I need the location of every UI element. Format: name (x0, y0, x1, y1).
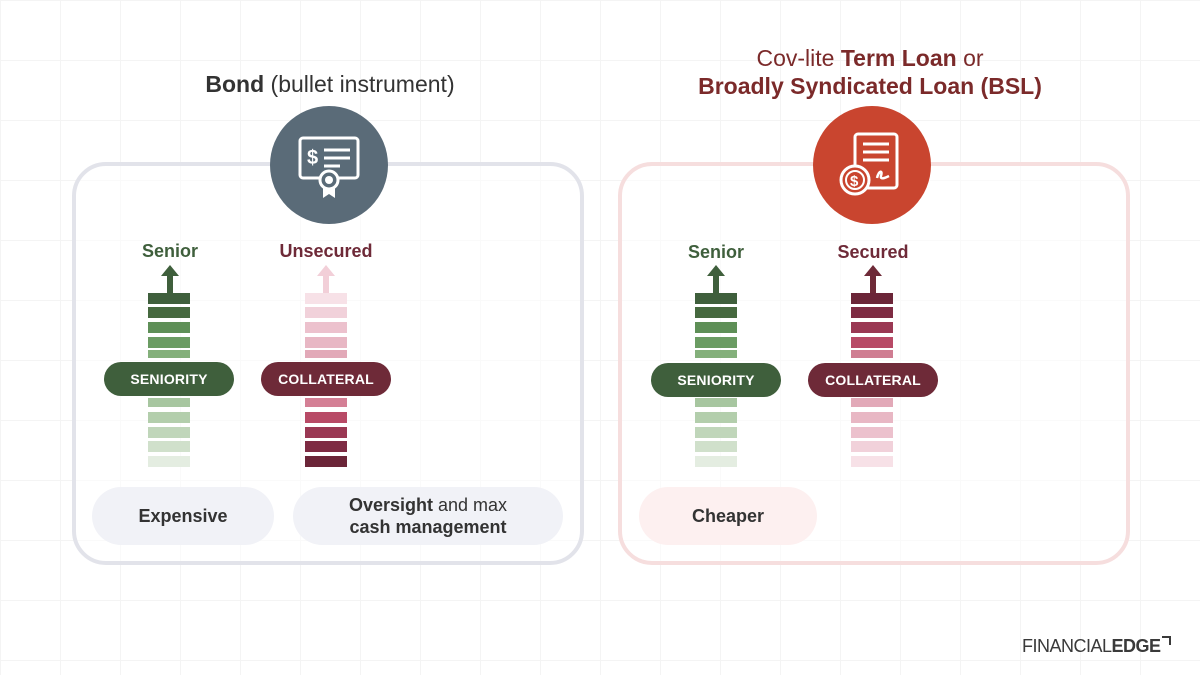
stack-bar (695, 427, 737, 438)
stack-bar (851, 293, 893, 304)
stack-bar (305, 293, 347, 304)
stack-bar (305, 322, 347, 333)
stack-bar (148, 427, 190, 438)
financial-edge-logo: FINANCIALEDGE (1022, 636, 1171, 657)
stack-bar (695, 441, 737, 452)
stack-bar (148, 350, 190, 358)
stack-bar (305, 412, 347, 423)
stack-bar (851, 441, 893, 452)
stack-bar (148, 307, 190, 318)
stack-bar (695, 350, 737, 358)
bond-seniority-arrow-icon (161, 265, 179, 293)
stack-bar (695, 456, 737, 467)
stack-bar (148, 412, 190, 423)
certificate-dollar-icon: $ (298, 136, 360, 198)
stack-bar (695, 322, 737, 333)
bond-collateral-pill: COLLATERAL (261, 362, 391, 396)
stack-bar (148, 398, 190, 407)
stack-bar (305, 456, 347, 467)
stack-bar (695, 307, 737, 318)
loan-collateral-arrow-icon (864, 265, 882, 293)
loan-cost-box: Cheaper (639, 487, 817, 545)
bond-icon-circle: $ (270, 106, 388, 224)
stack-bar (148, 441, 190, 452)
stack-bar (305, 427, 347, 438)
loan-document-dollar-icon: $ (839, 132, 899, 196)
stack-bar (851, 307, 893, 318)
stack-bar (851, 456, 893, 467)
stack-bar (851, 322, 893, 333)
stack-bar (305, 398, 347, 407)
stack-bar (695, 398, 737, 407)
stack-bar (851, 412, 893, 423)
stack-bar (851, 337, 893, 348)
loan-seniority-pill: SENIORITY (651, 363, 781, 397)
stack-bar (305, 307, 347, 318)
loan-icon-circle: $ (813, 106, 931, 224)
stack-bar (851, 350, 893, 358)
stack-bar (148, 456, 190, 467)
loan-seniority-arrow-icon (707, 265, 725, 293)
svg-text:$: $ (850, 173, 859, 190)
stack-bar (148, 337, 190, 348)
stack-bar (851, 427, 893, 438)
bond-seniority-label: Senior (141, 241, 198, 261)
svg-text:$: $ (307, 147, 318, 169)
stack-bar (695, 293, 737, 304)
bond-collateral-arrow-icon (317, 265, 335, 293)
stack-bar (148, 293, 190, 304)
loan-seniority-label: Senior (687, 242, 744, 262)
stack-bar (695, 412, 737, 423)
bond-collateral-label: Unsecured (279, 241, 373, 261)
stack-bar (851, 398, 893, 407)
stack-bar (695, 337, 737, 348)
bond-seniority-pill: SENIORITY (104, 362, 234, 396)
stack-bar (305, 350, 347, 358)
loan-title: Cov-lite Term Loan or Broadly Syndicated… (698, 45, 1042, 99)
stack-bar (148, 322, 190, 333)
bond-title: Bond (bullet instrument) (205, 71, 455, 97)
stack-bar (305, 441, 347, 452)
loan-collateral-label: Secured (837, 242, 909, 262)
bond-cost-box: Expensive (92, 487, 274, 545)
bond-oversight-box: Oversight and max cash management (293, 487, 563, 545)
loan-collateral-pill: COLLATERAL (808, 363, 938, 397)
stack-bar (305, 337, 347, 348)
logo-corner-icon (1161, 636, 1171, 645)
